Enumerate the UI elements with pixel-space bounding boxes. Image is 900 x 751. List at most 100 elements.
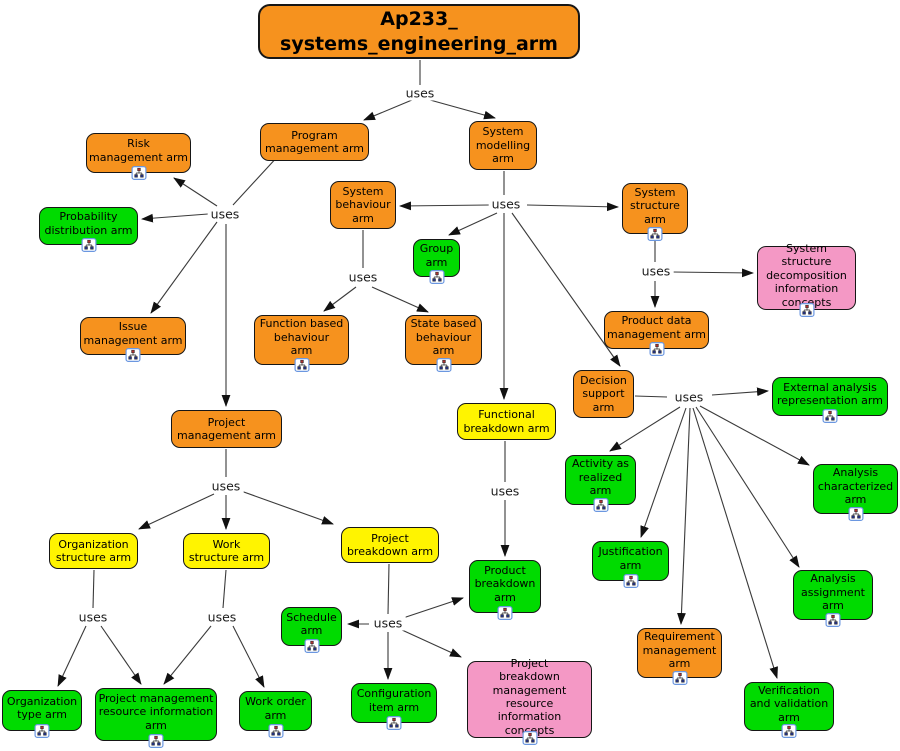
node-label: Justification arm (598, 545, 663, 572)
node-group[interactable]: Group arm (413, 239, 460, 285)
edge-label-uses: uses (638, 263, 674, 279)
node-label: System modelling arm (475, 125, 531, 166)
node-analysis-characterized[interactable]: Analysis characterized arm (813, 464, 898, 522)
node-label: Project breakdown arm (346, 531, 434, 558)
edge-line (163, 625, 212, 685)
edge-label-uses: uses (75, 609, 111, 625)
node-label: Program management arm (265, 128, 364, 155)
edge-line (526, 202, 619, 212)
node-label: Schedule arm (286, 610, 337, 637)
edge-line (222, 569, 227, 609)
edge-label-uses: uses (345, 269, 381, 285)
edge-line (92, 569, 95, 609)
edge-line (640, 407, 687, 538)
edge-line (692, 407, 778, 679)
edge-line (240, 490, 334, 525)
node-label: Analysis characterized arm (817, 466, 894, 507)
node-label: Issue management arm (83, 320, 183, 347)
node-label: External analysis representation arm (777, 380, 883, 407)
node-label: System behaviour arm (335, 184, 391, 225)
node-label: Configuration item arm (356, 687, 432, 714)
node-label: State based behaviour arm (410, 317, 477, 358)
edge-line (173, 177, 218, 207)
edge-line (711, 387, 769, 397)
node-decision-support[interactable]: Decision support arm (573, 370, 634, 418)
node-verification-and-validation[interactable]: Verification and validation arm (744, 682, 834, 739)
node-work-structure[interactable]: Work structure arm (183, 533, 270, 569)
node-external-analysis-representation[interactable]: External analysis representation arm (772, 377, 888, 424)
edge-line (138, 493, 215, 530)
node-system-structure-decomposition[interactable]: System structure decomposition informati… (757, 242, 856, 318)
edge-line (699, 405, 810, 466)
node-analysis-assignment[interactable]: Analysis assignment arm (793, 570, 873, 628)
node-project-management[interactable]: Project management arm (171, 410, 282, 448)
node-label: Probability distribution arm (44, 210, 133, 237)
node-label: Function based behaviour arm (259, 317, 344, 358)
node-label: Project breakdown management resource in… (492, 656, 567, 737)
node-requirement-management[interactable]: Requirement management arm (637, 628, 722, 686)
node-configuration-item[interactable]: Configuration item arm (351, 683, 437, 731)
edge-line (402, 597, 464, 619)
node-project-breakdown-management-resource-information[interactable]: Project breakdown management resource in… (467, 657, 592, 746)
edge-line (141, 213, 209, 223)
edge-line (399, 201, 490, 211)
node-label: Project management arm (177, 415, 276, 442)
edge-line (429, 99, 496, 120)
node-root[interactable]: Ap233_ systems_engineering_arm (258, 4, 580, 59)
node-label: Work order arm (245, 695, 306, 722)
edge-line (677, 407, 691, 625)
node-issue-management[interactable]: Issue management arm (80, 317, 186, 363)
edge-line (671, 268, 754, 278)
node-probability-distribution[interactable]: Probability distribution arm (39, 207, 138, 253)
edge-line (695, 406, 800, 568)
edge-label-uses: uses (207, 206, 243, 222)
node-label: Ap233_ systems_engineering_arm (280, 7, 558, 55)
node-label: Group arm (419, 242, 454, 269)
edge-label-uses: uses (487, 483, 523, 499)
edge-line (363, 99, 413, 121)
node-label: System structure arm (630, 185, 680, 226)
node-system-behaviour[interactable]: System behaviour arm (330, 181, 396, 229)
edge-label-uses: uses (370, 615, 406, 631)
node-label: Project management resource information … (98, 691, 214, 732)
node-label: Work structure arm (188, 537, 265, 564)
node-schedule[interactable]: Schedule arm (281, 607, 342, 654)
node-label: System structure decomposition informati… (766, 241, 847, 309)
edge-line (371, 286, 429, 313)
edge-label-uses: uses (402, 85, 438, 101)
node-label: Activity as realized arm (571, 457, 630, 498)
node-organization-structure[interactable]: Organization structure arm (49, 533, 138, 569)
node-function-based-behaviour[interactable]: Function based behaviour arm (254, 315, 349, 373)
edge-line (150, 221, 218, 314)
node-program-management[interactable]: Program management arm (260, 123, 369, 161)
edge-line (57, 625, 87, 687)
node-functional-breakdown[interactable]: Functional breakdown arm (457, 403, 556, 440)
node-activity-as-realized[interactable]: Activity as realized arm (565, 455, 636, 513)
edge-line (323, 286, 357, 312)
node-project-breakdown[interactable]: Project breakdown arm (341, 527, 439, 563)
node-system-modelling[interactable]: System modelling arm (469, 121, 537, 170)
edge-line (609, 406, 681, 452)
node-label: Organization type arm (6, 694, 78, 721)
edge-line (448, 212, 498, 236)
node-label: Decision support arm (580, 373, 627, 414)
node-label: Product breakdown arm (474, 563, 536, 604)
node-work-order[interactable]: Work order arm (239, 691, 312, 739)
node-justification[interactable]: Justification arm (592, 541, 669, 589)
node-system-structure[interactable]: System structure arm (622, 183, 688, 242)
node-organization-type[interactable]: Organization type arm (2, 690, 82, 739)
node-risk-management[interactable]: Risk management arm (86, 133, 191, 181)
node-project-management-resource-information[interactable]: Project management resource information … (95, 688, 217, 749)
node-product-breakdown[interactable]: Product breakdown arm (469, 560, 541, 621)
node-product-data-management[interactable]: Product data management arm (604, 311, 709, 357)
node-label: Verification and validation arm (749, 683, 829, 724)
node-label: Functional breakdown arm (463, 408, 550, 435)
node-label: Product data management arm (607, 314, 706, 341)
node-state-based-behaviour[interactable]: State based behaviour arm (405, 315, 482, 373)
edge-line (100, 625, 142, 685)
edge-label-uses: uses (488, 196, 524, 212)
node-label: Requirement management arm (642, 630, 717, 671)
node-label: Organization structure arm (55, 537, 132, 564)
